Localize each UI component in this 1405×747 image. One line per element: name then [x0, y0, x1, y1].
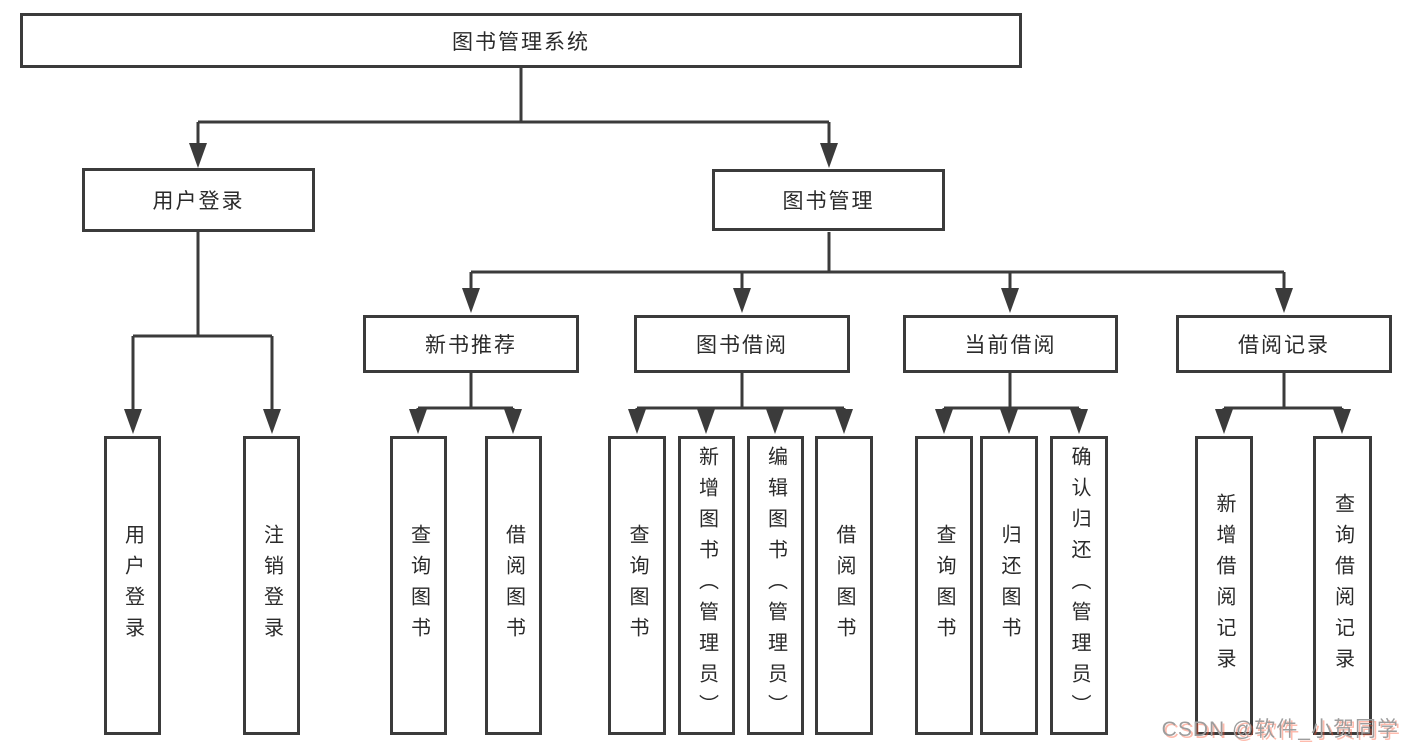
edge-currentborrow-to-leaves: [942, 373, 1081, 413]
leaf-confirm-return-admin: 确认归还（管理员）: [1050, 436, 1108, 735]
edge-bookborrow-to-leaves: [635, 373, 846, 413]
arrowhead-icon: [697, 409, 715, 434]
leaf-label: 归还图书: [998, 523, 1020, 648]
arrowhead-icon: [504, 409, 522, 434]
arrowhead-icon: [820, 143, 838, 168]
leaf-label: 查询图书: [407, 523, 430, 648]
arrowhead-icon: [935, 409, 953, 434]
arrowhead-icon: [733, 288, 751, 313]
node-user-login: 用户登录: [82, 168, 315, 232]
arrowhead-icon: [1215, 409, 1233, 434]
leaf-logout: 注销登录: [243, 436, 300, 735]
leaf-query-books-borrowing: 查询图书: [608, 436, 666, 735]
leaf-label: 借阅图书: [833, 523, 855, 648]
arrowhead-icon: [628, 409, 646, 434]
leaf-label: 确认归还（管理员）: [1068, 446, 1090, 725]
edge-root-to-level2: [196, 68, 831, 146]
edge-userlogin-to-leaves: [131, 232, 274, 412]
arrowhead-icon: [1000, 409, 1018, 434]
leaf-label: 用户登录: [121, 523, 144, 648]
leaf-label: 借阅图书: [502, 523, 525, 648]
leaf-label: 新增借阅记录: [1213, 492, 1235, 679]
arrowhead-icon: [462, 288, 480, 313]
arrowhead-icon: [1275, 288, 1293, 313]
edge-bookmgmt-to-level3: [469, 232, 1286, 290]
node-library-system: 图书管理系统: [20, 13, 1022, 68]
leaf-borrow-books-borrowing: 借阅图书: [815, 436, 873, 735]
arrowhead-icon: [766, 409, 784, 434]
edge-newbook-to-leaves: [416, 373, 515, 413]
node-borrowing-records: 借阅记录: [1176, 315, 1392, 373]
node-book-borrowing: 图书借阅: [634, 315, 850, 373]
arrowhead-icon: [263, 409, 281, 434]
node-current-borrowing: 当前借阅: [903, 315, 1118, 373]
node-book-management: 图书管理: [712, 169, 945, 231]
leaf-user-login: 用户登录: [104, 436, 161, 735]
leaf-return-books: 归还图书: [980, 436, 1038, 735]
arrowheads: [124, 143, 1351, 434]
leaf-label: 查询借阅记录: [1331, 492, 1354, 679]
leaf-add-borrow-record: 新增借阅记录: [1195, 436, 1253, 735]
node-new-book-recommendation: 新书推荐: [363, 315, 579, 373]
arrowhead-icon: [409, 409, 427, 434]
leaf-query-books-current: 查询图书: [915, 436, 973, 735]
leaf-add-books-admin: 新增图书（管理员）: [678, 436, 735, 735]
leaf-borrow-books-recommend: 借阅图书: [485, 436, 542, 735]
leaf-edit-books-admin: 编辑图书（管理员）: [747, 436, 804, 735]
arrowhead-icon: [1001, 288, 1019, 313]
leaf-label: 新增图书（管理员）: [695, 446, 718, 725]
leaf-label: 查询图书: [933, 523, 955, 648]
arrowhead-icon: [835, 409, 853, 434]
leaf-query-books-recommend: 查询图书: [390, 436, 447, 735]
leaf-label: 查询图书: [626, 523, 648, 648]
leaf-label: 注销登录: [260, 523, 283, 648]
edge-records-to-leaves: [1222, 373, 1344, 413]
leaf-query-borrow-record: 查询借阅记录: [1313, 436, 1372, 735]
arrowhead-icon: [1070, 409, 1088, 434]
arrowhead-icon: [124, 409, 142, 434]
arrowhead-icon: [189, 143, 207, 168]
leaf-label: 编辑图书（管理员）: [764, 446, 787, 725]
arrowhead-icon: [1333, 409, 1351, 434]
csdn-watermark: CSDN @软件_小贺同学: [1161, 718, 1399, 741]
